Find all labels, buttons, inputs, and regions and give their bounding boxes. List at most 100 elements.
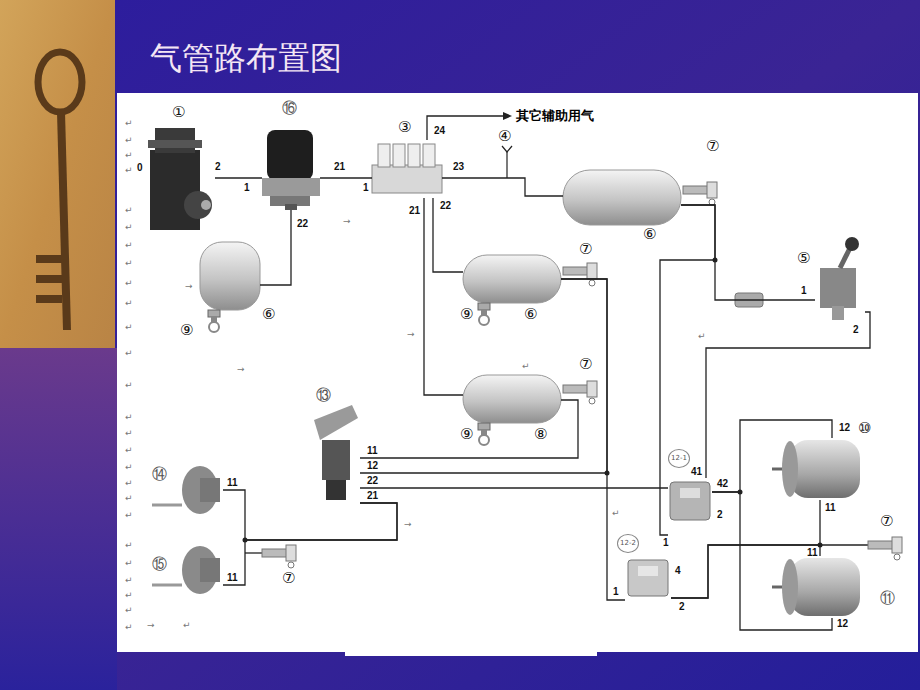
front-chamber-picture [152, 466, 220, 514]
editor-mark: ↵ [125, 322, 133, 332]
left-band [0, 348, 117, 690]
push-rod [152, 584, 182, 587]
component: 12-1 [668, 478, 712, 526]
key-tooth [36, 295, 62, 303]
port-number: 21 [408, 206, 421, 216]
chamber-body [790, 440, 860, 498]
port-number: 11 [806, 548, 819, 558]
editor-mark: ↵ [125, 510, 133, 520]
editor-mark: ↵ [125, 493, 133, 503]
drain-cock [262, 545, 296, 568]
editor-mark: ↵ [125, 478, 133, 488]
port-number: 2 [716, 510, 724, 520]
component: ③ [372, 140, 442, 198]
port-number: 12 [838, 423, 851, 433]
compressor-shaft [201, 200, 211, 210]
relay-valve-port [680, 488, 700, 498]
editor-mark: ↵ [125, 258, 133, 268]
editor-mark: ↵ [522, 361, 530, 371]
slide-title: 气管路布置图 [150, 38, 342, 78]
air-tank [200, 242, 260, 310]
editor-mark: → [237, 364, 245, 374]
component: ⑭ [178, 465, 223, 515]
editor-mark: ↵ [125, 605, 133, 615]
editor-mark: ↵ [125, 150, 133, 160]
port-number: 11 [366, 446, 379, 456]
air-pipe [223, 490, 397, 540]
compressor-flange [148, 140, 202, 148]
editor-mark: ↵ [125, 558, 133, 568]
air-pipe [660, 205, 715, 535]
valve-cap [408, 144, 420, 167]
chamber-body [790, 558, 860, 616]
spring-chamber-picture [772, 558, 860, 616]
callout-number: ⑭ [152, 466, 167, 482]
editor-mark: ↵ [125, 165, 133, 175]
air-pipe [360, 487, 668, 488]
air-tank [563, 170, 681, 225]
valve-cap [393, 144, 405, 167]
air-pipe [424, 198, 463, 395]
air-tank [463, 375, 561, 423]
callout-number: ⑬ [316, 387, 331, 403]
port-number: 1 [362, 183, 370, 193]
editor-mark: ↵ [125, 445, 133, 455]
callout-number: ① [172, 104, 185, 120]
callout-number: ⑦ [706, 138, 719, 154]
component: ⑬ [310, 405, 360, 502]
port-number: 24 [433, 126, 446, 136]
content-panel [117, 93, 918, 652]
port-number: 1 [662, 538, 670, 548]
port-number: 4 [674, 566, 682, 576]
editor-mark: → [404, 519, 412, 529]
test-point [502, 146, 512, 152]
dryer-picture [262, 130, 320, 210]
component: ⑤ [815, 237, 865, 322]
editor-mark: ↵ [125, 278, 133, 288]
relay-valve-port [638, 566, 658, 576]
callout-number: ⑩ [858, 420, 871, 436]
relay-valve [670, 482, 710, 520]
editor-mark: → [343, 216, 351, 226]
callout-number: ⑦ [579, 241, 592, 257]
note-text: 其它辅助用气 [516, 108, 594, 123]
key-tooth [36, 275, 62, 283]
air-pipe [360, 279, 607, 473]
hand-valve-picture [820, 237, 859, 320]
editor-mark: → [147, 620, 155, 630]
air-pipe [442, 178, 563, 196]
push-rod [152, 504, 182, 507]
foot-pedal [314, 405, 358, 440]
callout-number: ⑥ [524, 306, 537, 322]
air-pipe [681, 205, 815, 300]
protection-valve-picture [372, 144, 442, 193]
chamber-body [200, 558, 220, 582]
foot-valve-picture [314, 405, 358, 500]
front-chamber-picture [152, 546, 220, 594]
editor-mark: ↵ [125, 118, 133, 128]
editor-mark: ↵ [125, 135, 133, 145]
component: ⑪ [770, 556, 870, 618]
port-number: 1 [612, 587, 620, 597]
port-number: 22 [439, 201, 452, 211]
port-number: 22 [296, 219, 309, 229]
compressor-picture [148, 128, 212, 230]
editor-mark: ↵ [125, 540, 133, 550]
port-number: 2 [678, 602, 686, 612]
callout-number: ⑨ [180, 322, 193, 338]
callout-number: ⑦ [880, 513, 893, 529]
drain-valve [478, 423, 490, 445]
component: ⑥ [200, 242, 260, 310]
editor-mark: ↵ [125, 622, 133, 632]
component: 12-2 [625, 555, 671, 603]
air-pipe [215, 177, 262, 178]
component: ⑥ [463, 255, 561, 303]
port-number: 12 [366, 461, 379, 471]
air-pipe [360, 400, 578, 458]
callout-number: ③ [398, 119, 411, 135]
air-pipe [433, 198, 463, 272]
port-number: 23 [452, 162, 465, 172]
branch-line [245, 552, 263, 553]
